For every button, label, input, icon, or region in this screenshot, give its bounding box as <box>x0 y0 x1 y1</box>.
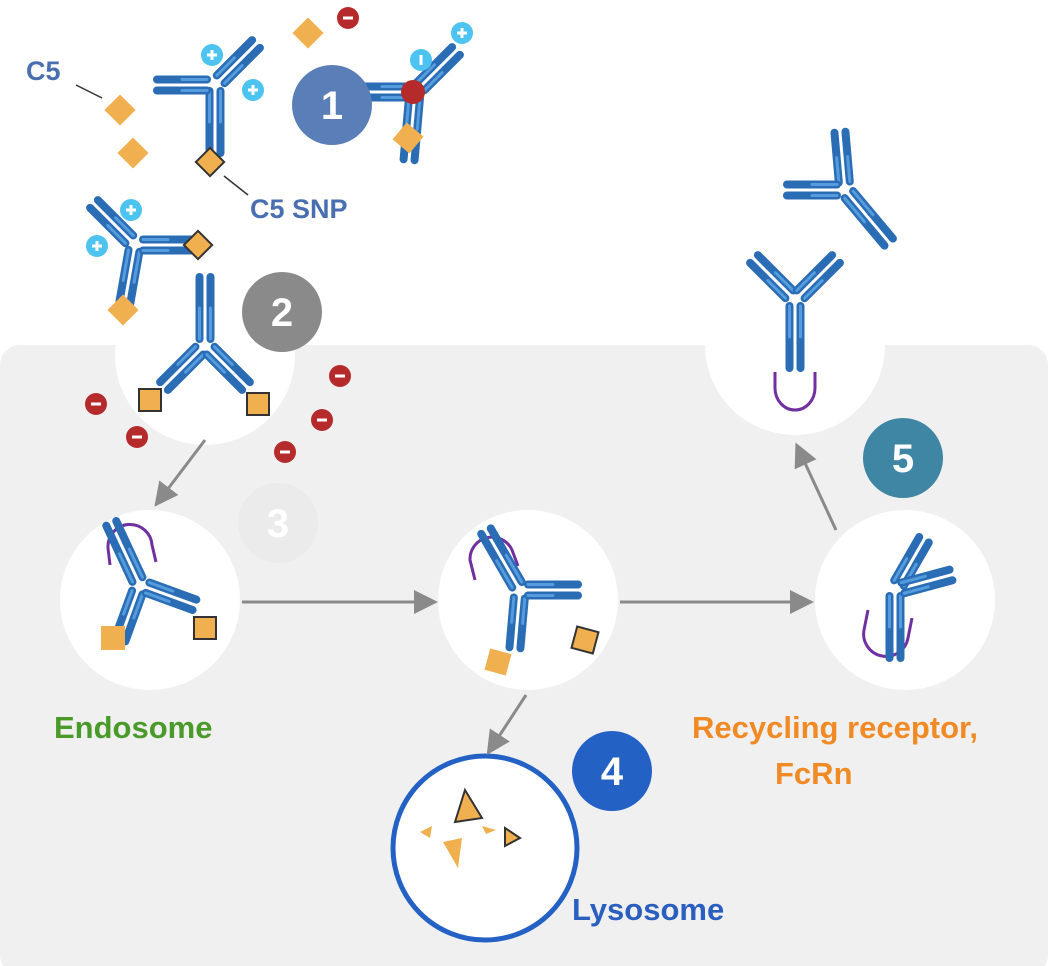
antibody-icon <box>783 127 897 250</box>
antibody-icon <box>477 524 582 653</box>
antibody-icon <box>746 251 844 372</box>
c5-fragment-icon <box>443 838 462 868</box>
positive-charge-icon <box>451 22 473 44</box>
step-badge-4: 4 <box>572 731 652 811</box>
c5-snp-molecule-icon <box>182 229 214 261</box>
fcrn-receptor-icon <box>773 372 817 412</box>
step-badge-3: 3 <box>238 483 318 563</box>
negative-charge-icon <box>337 7 359 29</box>
step-number: 1 <box>321 84 343 128</box>
lysosome-circle <box>390 753 580 943</box>
positive-charge-icon <box>242 79 264 101</box>
step-badge-2: 2 <box>242 272 322 352</box>
fcrn-receptor-icon <box>862 609 914 658</box>
step-number: 2 <box>271 291 293 335</box>
c5-snp-leader-line <box>223 175 249 196</box>
step-number: 5 <box>892 437 914 481</box>
step-number: 3 <box>267 502 289 546</box>
c5-snp-molecule-icon <box>138 388 162 412</box>
c5-molecule-icon <box>117 137 149 169</box>
step-number: 4 <box>601 750 624 794</box>
fcrn-label: FcRn <box>775 756 853 791</box>
c5-fragment-icon <box>482 826 496 834</box>
c5-fragment-icon <box>420 826 432 838</box>
recycling-receptor-label: Recycling receptor, <box>692 710 978 745</box>
negative-charge-icon <box>274 441 296 463</box>
arrow-icon <box>794 442 838 531</box>
c5-snp-molecule-icon <box>194 146 226 178</box>
c5-molecule-icon <box>292 17 324 49</box>
step-badge-1: 1 <box>292 65 372 145</box>
neutral-charge-icon <box>410 49 432 71</box>
compartment-circle <box>815 510 995 690</box>
c5-fragment-icon <box>453 787 484 824</box>
positive-charge-icon <box>201 44 223 66</box>
c5-snp-label: C5 SNP <box>250 194 348 224</box>
c5-molecule-icon <box>392 122 424 154</box>
lysosome-label: Lysosome <box>572 892 724 927</box>
antibody-icon <box>86 196 197 317</box>
step-badge-5: 5 <box>863 418 943 498</box>
antibody-icon <box>156 273 254 394</box>
c5-snp-molecule-icon <box>246 392 270 416</box>
fcrn-receptor-icon <box>106 523 158 566</box>
c5-snp-molecule-icon <box>193 616 217 640</box>
compartment-circle <box>705 255 885 435</box>
negative-charge-icon <box>329 365 351 387</box>
antibody-icon <box>102 517 201 646</box>
positive-charge-icon <box>120 199 142 221</box>
negative-charge-icon <box>311 409 333 431</box>
positive-charge-icon <box>86 235 108 257</box>
c5-label: C5 <box>26 56 61 86</box>
negative-charge-icon <box>126 426 148 448</box>
c5-molecule-icon <box>484 648 512 676</box>
c5-snp-molecule-icon <box>570 625 600 655</box>
arrow-icon <box>154 439 207 507</box>
c5-molecule-icon <box>107 294 139 326</box>
binding-site-icon <box>401 80 425 104</box>
arrow-icon <box>486 694 528 756</box>
endosome-label: Endosome <box>54 710 212 745</box>
c5-molecule-icon <box>104 94 136 126</box>
c5-molecule-icon <box>101 626 125 650</box>
antibody-icon <box>153 36 264 157</box>
c5-leader-line <box>75 84 103 99</box>
negative-charge-icon <box>85 393 107 415</box>
c5-fragment-icon <box>504 826 522 848</box>
antibody-icon <box>885 533 957 662</box>
